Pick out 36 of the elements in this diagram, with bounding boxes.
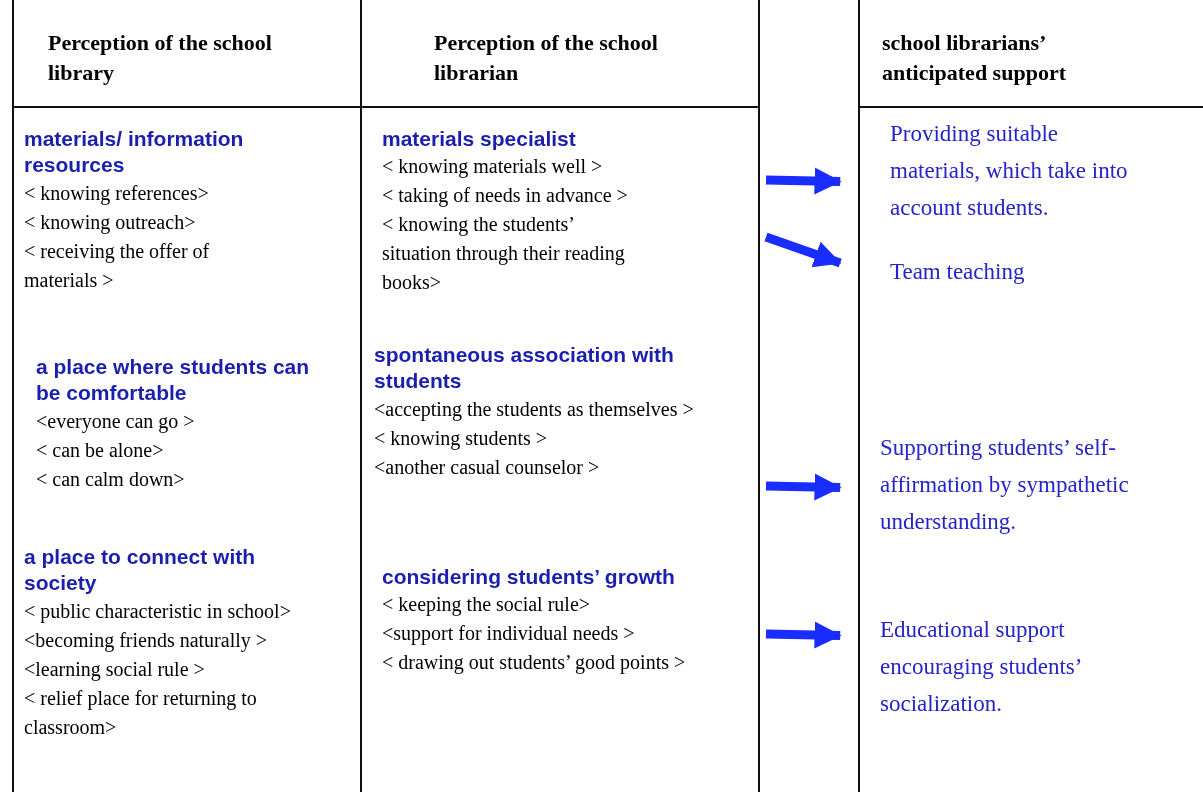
column-heading: school librarians’ anticipated support xyxy=(882,29,1067,87)
item-text: <support for individual needs > xyxy=(382,621,636,647)
column-heading: Perception of the school library xyxy=(48,29,273,87)
column-heading: Perception of the school librarian xyxy=(434,29,658,87)
item-text: < knowing outreach> xyxy=(24,209,197,236)
group-heading: materials specialist xyxy=(382,126,577,152)
group-heading: spontaneous association with students xyxy=(374,342,675,395)
support-item: Team teaching xyxy=(890,258,1026,286)
item-text: <becoming friends naturally > xyxy=(24,627,269,654)
item-text: < knowing students > xyxy=(374,425,549,452)
item-text: <everyone can go > xyxy=(36,408,196,435)
item-text: < knowing references> xyxy=(24,180,210,207)
arrow xyxy=(765,473,842,501)
group-heading: materials/ information resources xyxy=(24,126,245,179)
item-text: < knowing the students’ situation through their reading books> xyxy=(382,212,626,296)
support-item: Supporting students’ self-affirmation by sympathetic understanding. xyxy=(880,434,1130,536)
support-item: Educational support encouraging students’ socialization. xyxy=(880,616,1082,718)
item-text: < drawing out students’ good points > xyxy=(382,650,687,676)
item-text: < receiving the offer of materials > xyxy=(24,238,211,293)
item-text: < keeping the social rule> xyxy=(382,592,592,618)
item-text: < taking of needs in advance > xyxy=(382,183,629,209)
arrow xyxy=(765,167,842,195)
item-text: < relief place for returning to classroom> xyxy=(24,685,258,740)
group-heading: a place where students can be comfortable xyxy=(36,354,311,407)
item-text: <another casual counselor > xyxy=(374,454,601,480)
arrow xyxy=(765,621,842,649)
item-text: < can calm down> xyxy=(36,466,186,492)
group-heading: a place to connect with society xyxy=(24,544,257,597)
group-heading: considering students’ growth xyxy=(382,564,676,590)
item-text: <accepting the students as themselves > xyxy=(374,396,695,423)
item-text: < can be alone> xyxy=(36,437,165,463)
item-text: < public characteristic in school> xyxy=(24,598,292,625)
arrow xyxy=(764,232,842,268)
item-text: <learning social rule > xyxy=(24,656,206,683)
support-item: Providing suitable materials, which take into account students. xyxy=(890,120,1129,222)
item-text: < knowing materials well > xyxy=(382,154,604,180)
